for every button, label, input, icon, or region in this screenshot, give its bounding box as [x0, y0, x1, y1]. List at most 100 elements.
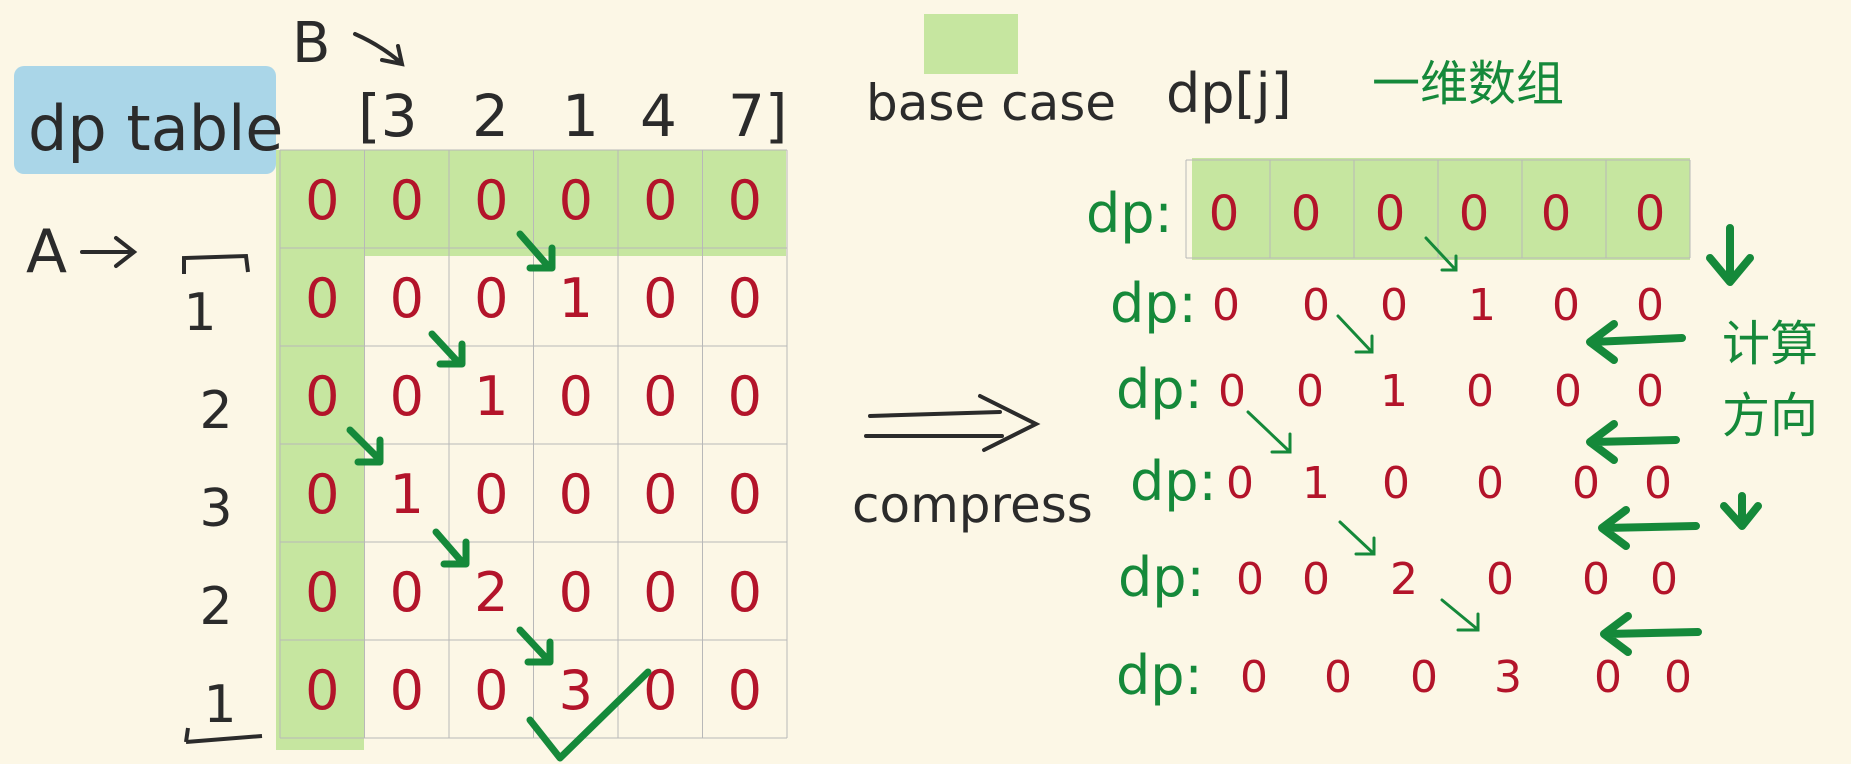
right-diagonal-arrows — [1246, 236, 1480, 632]
compress-arrow-icon — [864, 394, 1041, 452]
b-array: [3 2 1 4 7] — [358, 82, 788, 150]
dp-table-cell: 1 — [390, 463, 424, 526]
dp-table-cell: 0 — [643, 267, 677, 330]
dp-table-cell: 0 — [305, 267, 339, 330]
dp-row-label: dp: — [1130, 450, 1217, 513]
dp-row-value: 0 — [1410, 652, 1438, 703]
dp-row-value: 1 — [1468, 280, 1496, 331]
diag-arrow-icon — [516, 230, 556, 272]
b-array-item: 4 — [640, 82, 677, 150]
dp-row-value: 0 — [1476, 458, 1504, 509]
dp-table-cell: 0 — [474, 463, 508, 526]
dp-row-value: 0 — [1375, 186, 1406, 242]
small-diag-arrow-icon — [1336, 314, 1374, 354]
dp-table-cell: 0 — [390, 561, 424, 624]
dp-row-value: 0 — [1209, 186, 1240, 242]
dp-table-cell: 0 — [474, 169, 508, 232]
dp-j-title: dp[j] — [1166, 62, 1292, 125]
a-array-item: 1 — [183, 283, 216, 343]
left-arrow-icon — [1598, 506, 1700, 550]
dp-table-title: dp table — [28, 92, 283, 165]
dp-table-cell: 0 — [643, 169, 677, 232]
dp-table-cell: 2 — [474, 561, 508, 624]
compress-group: compress — [852, 394, 1093, 534]
small-diag-arrow-icon — [1338, 520, 1376, 556]
dp-row-value: 0 — [1572, 458, 1600, 509]
diag-arrow-icon — [346, 426, 384, 466]
dp-row-value: 0 — [1236, 554, 1264, 605]
direction-label-line1: 计算 — [1722, 316, 1818, 372]
base-case-col-highlight — [276, 150, 364, 750]
table-diagonal-arrows — [346, 230, 652, 762]
a-array-item: 2 — [199, 577, 232, 637]
dp-row-value: 0 — [1594, 652, 1622, 703]
dp-table-cell: 0 — [390, 169, 424, 232]
one-dim-array-note: 一维数组 — [1372, 56, 1564, 112]
dp-table-cell: 1 — [474, 365, 508, 428]
a-arrow-icon — [80, 236, 138, 268]
dp-row-label: dp: — [1086, 182, 1173, 245]
a-array: 1 2 3 2 1 — [183, 283, 236, 735]
left-arrow-icon — [1600, 612, 1702, 656]
a-label: A — [26, 217, 67, 287]
dp-table-cell: 0 — [643, 463, 677, 526]
dp-row-value: 0 — [1650, 554, 1678, 605]
direction-arrows — [1586, 224, 1762, 656]
dp-table-cell: 0 — [474, 659, 508, 722]
b-array-item: [3 — [358, 82, 418, 150]
small-diag-arrow-icon — [1424, 236, 1458, 272]
down-arrow-icon — [1720, 492, 1762, 530]
b-arrow-icon — [353, 32, 405, 67]
small-diag-arrow-icon — [1440, 598, 1480, 632]
dp-row-value: 0 — [1296, 366, 1324, 417]
dp-row-value: 0 — [1212, 280, 1240, 331]
dp-row-base-grid — [1185, 159, 1691, 259]
dp-row-value: 0 — [1541, 186, 1572, 242]
dp-table-cell: 0 — [390, 659, 424, 722]
dp-table-cell: 0 — [474, 267, 508, 330]
dp-row-value: 0 — [1302, 280, 1330, 331]
dp-table-cell: 0 — [390, 267, 424, 330]
dp-row-value: 0 — [1582, 554, 1610, 605]
dp-row-value: 0 — [1466, 366, 1494, 417]
dp-row-value: 0 — [1636, 366, 1664, 417]
dp-row-value: 0 — [1554, 366, 1582, 417]
dp-row-base-strip — [1185, 158, 1691, 260]
dp-row-value: 1 — [1380, 366, 1408, 417]
a-bracket-top — [182, 253, 250, 274]
dp-table-cell: 0 — [728, 561, 762, 624]
dp-table-cell: 0 — [643, 365, 677, 428]
down-arrow-icon — [1706, 224, 1754, 286]
legend-group: base case — [866, 14, 1116, 132]
dp-table-cell: 0 — [559, 561, 593, 624]
a-label-group: A — [26, 217, 263, 744]
right-title-group: dp[j] 一维数组 — [1166, 56, 1564, 125]
dp-table-cell: 0 — [643, 561, 677, 624]
b-array-item: 2 — [472, 82, 509, 150]
dp-table-cell: 0 — [305, 365, 339, 428]
compress-label: compress — [852, 476, 1093, 534]
b-array-item: 1 — [562, 82, 599, 150]
dp-table-cell: 3 — [559, 659, 593, 722]
dp-table-cell: 0 — [728, 659, 762, 722]
dp-row-value: 0 — [1302, 554, 1330, 605]
dp-row-value: 0 — [1218, 366, 1246, 417]
dp-table-cell: 0 — [728, 365, 762, 428]
b-array-item: 7] — [728, 82, 788, 150]
dp-table-cell: 0 — [305, 659, 339, 722]
dp-row-value: 0 — [1226, 458, 1254, 509]
dp-row-value: 1 — [1302, 458, 1330, 509]
dp-table-cell: 0 — [643, 659, 677, 722]
diag-arrow-icon — [432, 528, 470, 568]
diag-arrow-icon — [428, 330, 466, 368]
title-highlight — [14, 66, 276, 174]
base-case-label: base case — [866, 74, 1116, 132]
dp-row-value: 2 — [1390, 554, 1418, 605]
dp-row-value: 3 — [1494, 652, 1522, 703]
checkmark-icon — [526, 668, 652, 762]
dp-row-label: dp: — [1118, 546, 1205, 609]
a-array-item: 3 — [199, 479, 232, 539]
